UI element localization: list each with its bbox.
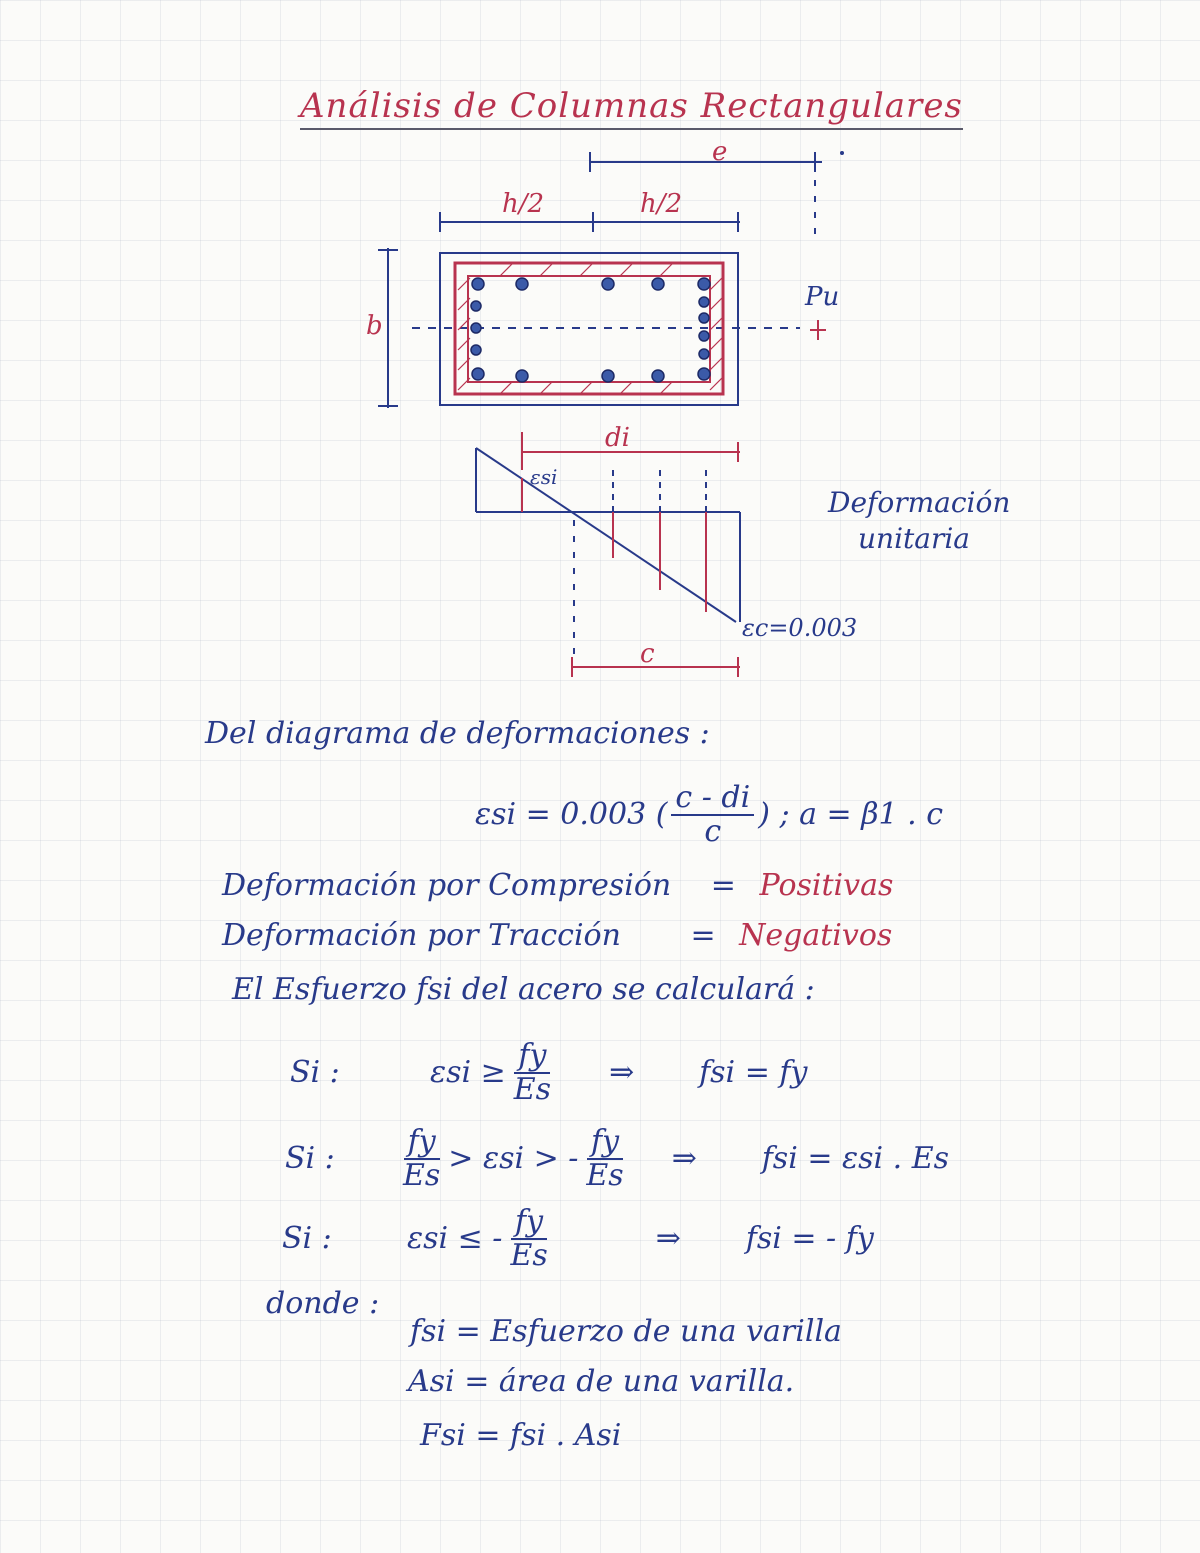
c3-den: Es (510, 1237, 548, 1273)
c1-fraction: fy Es (510, 1040, 555, 1105)
label-e: e (712, 137, 727, 167)
stirrup-inner (467, 275, 711, 383)
eq-esi-rhs: ) ; a = β1 . c (758, 797, 944, 832)
eq-esi-num: c - di (671, 782, 755, 816)
c2-si: Si : (285, 1141, 335, 1176)
column-diagram: e h/2 h/2 b (366, 137, 1010, 677)
load-point (810, 320, 826, 340)
page-title: Análisis de Columnas Rectangulares (300, 86, 963, 130)
del-diagrama-text: Del diagrama de deformaciones : (205, 716, 710, 751)
dimension-h (439, 212, 740, 232)
c1-num: fy (514, 1040, 551, 1074)
trac-label: Deformación por Tracción (222, 918, 621, 953)
c2-fraction-1: fy Es (399, 1126, 444, 1191)
dimension-di (521, 432, 740, 470)
c3-si: Si : (282, 1221, 332, 1256)
eq-esi-lhs: εsi = 0.003 ( (475, 797, 668, 832)
c3-arrow: ⇒ (655, 1221, 681, 1256)
comp-eq: = (710, 868, 736, 903)
c1-den: Es (513, 1071, 552, 1107)
donde-label: donde : (266, 1286, 380, 1321)
c2-arrow: ⇒ (671, 1141, 697, 1176)
c3-fraction: fy Es (506, 1206, 551, 1271)
c2-res: fsi = εsi . Es (761, 1141, 949, 1176)
c1-arrow: ⇒ (609, 1055, 635, 1090)
dimension-c (571, 657, 740, 677)
trac-eq: = (690, 918, 716, 953)
dimension-e (589, 152, 822, 240)
dimension-b (378, 248, 398, 408)
condition-3: Si : εsi ≤ - fy Es ⇒ fsi = - fy (282, 1206, 874, 1271)
strain-diagram (475, 447, 741, 660)
c1-cond: εsi ≥ (430, 1055, 506, 1090)
eq-esi-fraction: c - di c (671, 782, 755, 849)
c2-num2: fy (587, 1126, 624, 1160)
esfuerzo-text: El Esfuerzo fsi del acero se calculará : (232, 972, 815, 1007)
traction-row: Deformación por Tracción = Negativos (222, 918, 892, 953)
condition-1: Si : εsi ≥ fy Es ⇒ fsi = fy (290, 1040, 807, 1105)
label-esi: εsi (530, 465, 557, 489)
c2-fraction-2: fy Es (582, 1126, 627, 1191)
label-b: b (366, 311, 383, 341)
eq-esi-den: c (704, 813, 722, 849)
label-pu: Pu (804, 282, 839, 312)
compression-row: Deformación por Compresión = Positivas (222, 868, 893, 903)
hatching (457, 263, 723, 395)
stirrup (453, 261, 725, 396)
label-h2-right: h/2 (640, 189, 682, 219)
trac-val: Negativos (739, 918, 893, 953)
strain-bars (521, 478, 707, 612)
definition-fsi: fsi = Esfuerzo de una varilla (410, 1314, 842, 1349)
c1-si: Si : (290, 1055, 340, 1090)
comp-val: Positivas (759, 868, 894, 903)
label-h2-left: h/2 (502, 189, 544, 219)
c2-num1: fy (403, 1126, 440, 1160)
comp-label: Deformación por Compresión (222, 868, 672, 903)
column-section (439, 252, 739, 406)
rebars (470, 277, 711, 383)
condition-2: Si : fy Es > εsi > - fy Es ⇒ fsi = εsi .… (285, 1126, 949, 1191)
label-unitaria: unitaria (858, 522, 970, 555)
c3-res: fsi = - fy (745, 1221, 874, 1256)
label-di: di (605, 423, 630, 453)
c2-den2: Es (586, 1157, 624, 1193)
strain-equation: εsi = 0.003 ( c - di c ) ; a = β1 . c (475, 782, 943, 847)
c2-mid: > εsi > - (448, 1141, 579, 1176)
c2-den1: Es (403, 1157, 441, 1193)
c1-res: fsi = fy (699, 1055, 808, 1090)
c3-num: fy (511, 1206, 548, 1240)
label-c: c (640, 639, 655, 669)
definition-asi: Asi = área de una varilla. (408, 1364, 795, 1399)
label-deformacion: Deformación (827, 486, 1010, 519)
definition-Fsi: Fsi = fsi . Asi (420, 1418, 622, 1453)
c3-cond: εsi ≤ - (407, 1221, 503, 1256)
label-ec: εc=0.003 (742, 614, 857, 642)
